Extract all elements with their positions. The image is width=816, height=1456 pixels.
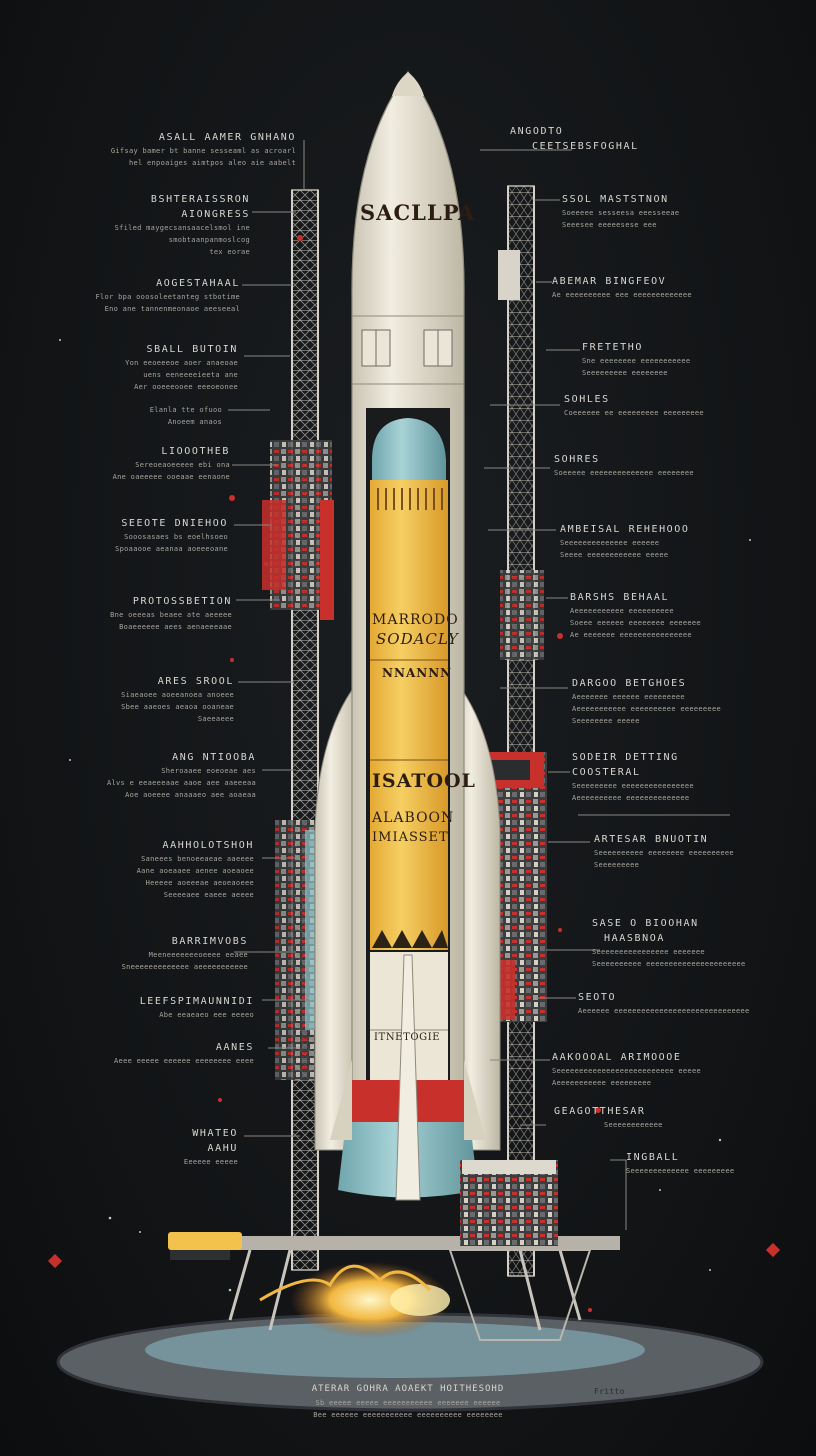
rocket <box>314 70 501 1201</box>
pad-caption: Fritto <box>594 1387 625 1396</box>
right-booster-fairing <box>454 689 501 1151</box>
left-booster-fairing <box>314 689 361 1151</box>
right-fin <box>464 1060 486 1140</box>
exhaust-flame <box>290 1262 450 1338</box>
red-markers <box>47 235 781 1312</box>
exhaust-streak <box>259 1264 432 1302</box>
nose-lettering: SACLLPA <box>360 200 476 225</box>
stage-lettering-7: ITNETOGIE <box>374 1032 441 1043</box>
stage-lettering-4: ISATOOL <box>372 770 476 792</box>
upper-stage-tank <box>372 418 446 480</box>
stage-lettering-2: SODACLY <box>376 630 459 648</box>
stage-lettering-6: IMIASSET <box>372 830 449 845</box>
tank-baffles <box>372 930 448 948</box>
stars <box>59 339 751 1292</box>
stage-lettering-3: NNANNN <box>382 666 453 680</box>
stage-lettering-5: ALABOON <box>372 810 455 826</box>
center-fin <box>395 954 421 1201</box>
leader-lines <box>228 140 730 1230</box>
nose-cone <box>392 72 424 96</box>
right-service-tower <box>498 185 544 1277</box>
launch-ground-water <box>145 1322 645 1378</box>
fuel-tank <box>370 480 448 950</box>
launch-platform <box>168 1160 620 1341</box>
stage-lettering-1: MARRODO <box>372 612 459 628</box>
left-fin <box>330 1060 352 1140</box>
